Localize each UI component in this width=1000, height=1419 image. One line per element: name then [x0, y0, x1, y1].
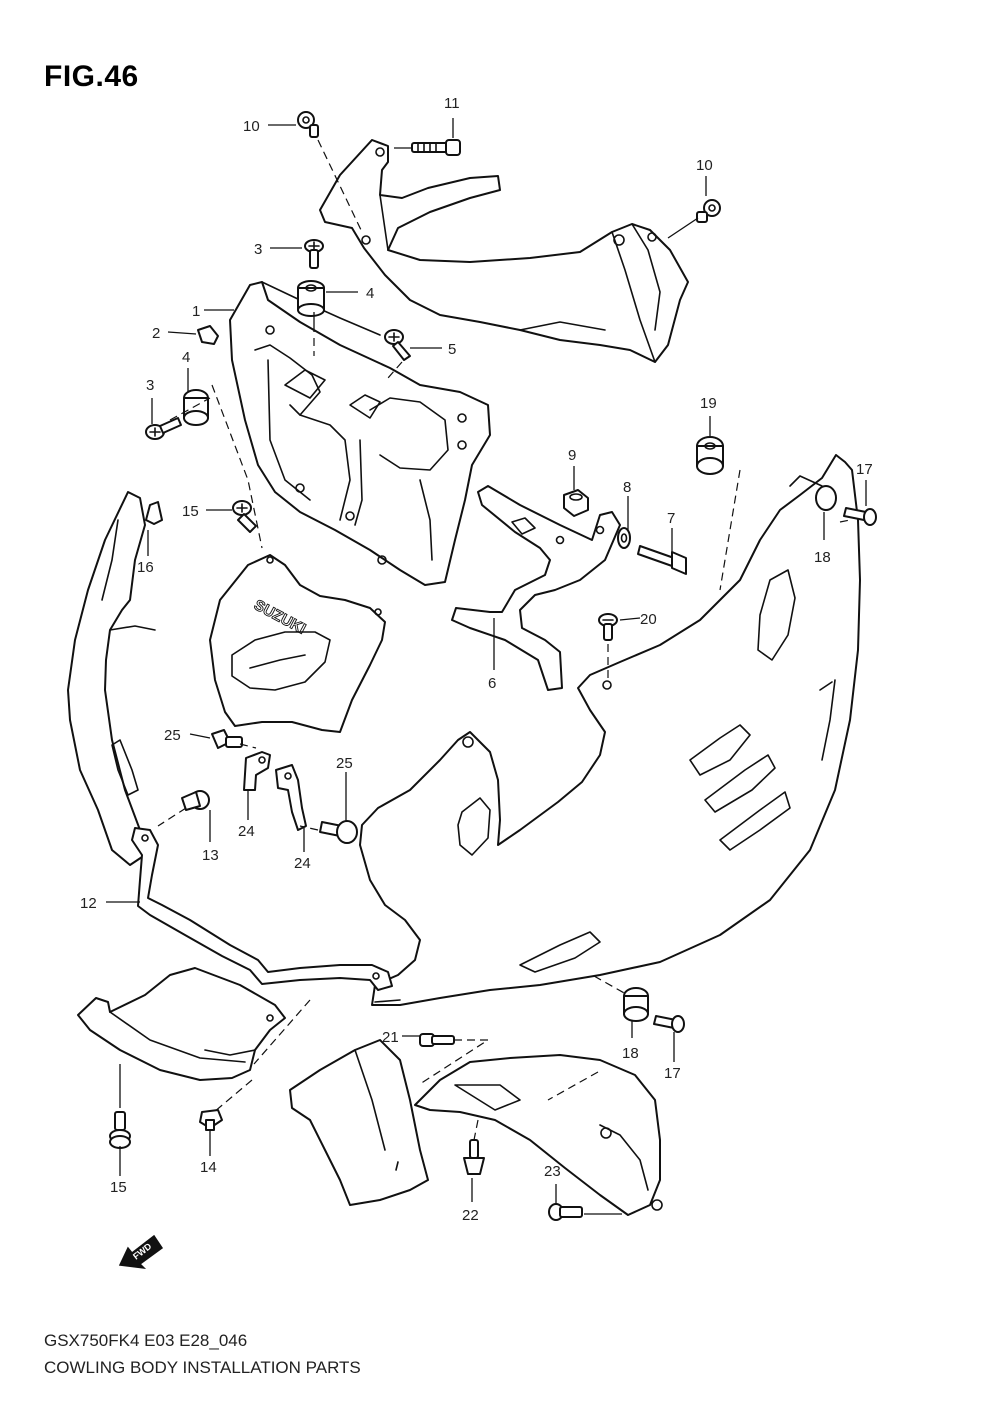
- bolt-21: [419, 1033, 455, 1047]
- screw-17-upper: [843, 507, 877, 526]
- callout-21: 21: [382, 1029, 399, 1046]
- callout-24-right: 24: [294, 855, 311, 872]
- bolt-25-upper: [211, 729, 243, 749]
- callout-3-top: 3: [254, 241, 262, 258]
- lower-cowling-bracket: [131, 827, 393, 991]
- figure-title: FIG.46: [44, 60, 139, 93]
- lower-under-cowl-right: [289, 1039, 663, 1216]
- clip-2: [197, 325, 219, 345]
- rivet-22: [463, 1139, 485, 1175]
- callout-24-left: 24: [238, 823, 255, 840]
- fasteners: [109, 111, 877, 1221]
- figure-caption: COWLING BODY INSTALLATION PARTS: [44, 1358, 361, 1377]
- callout-16: 16: [137, 559, 154, 576]
- bolt-23: [548, 1203, 583, 1221]
- screw-15-upper: [232, 500, 257, 533]
- lower-under-cowl-left: [77, 967, 286, 1081]
- screw-15-lower: [109, 1111, 131, 1149]
- front-cowling-logo-panel: SUZUKI: [209, 554, 386, 733]
- nut-10-right: [696, 199, 721, 223]
- grommet-18-upper: [789, 475, 837, 511]
- callout-17-lower: 17: [664, 1065, 681, 1082]
- callout-11: 11: [444, 95, 460, 112]
- meter-stay: [451, 485, 621, 691]
- callout-2: 2: [152, 325, 160, 342]
- cowling-bracket-frame: [229, 281, 491, 586]
- callout-19: 19: [700, 395, 717, 412]
- callout-4-top: 4: [366, 285, 374, 302]
- model-code: GSX750FK4 E03 E28_046: [44, 1331, 248, 1350]
- washer-8: [617, 527, 631, 549]
- left-inner-panel: [67, 491, 156, 866]
- callout-15-upper: 15: [182, 503, 199, 520]
- bracket-24-upper: [243, 751, 271, 791]
- callout-18-upper: 18: [814, 549, 831, 566]
- callout-15-lower: 15: [110, 1179, 127, 1196]
- screw-3-top: [304, 239, 324, 269]
- callout-25-left: 25: [164, 727, 181, 744]
- bolt-11: [411, 139, 461, 156]
- callout-numbers: 1 2 3 3 4 4 5 6 7 8 9 10 10 11 12 13 14 …: [80, 95, 873, 1224]
- arrow-icon: [118, 1234, 164, 1270]
- screw-5: [384, 329, 411, 361]
- callout-8: 8: [623, 479, 631, 496]
- callout-12: 12: [80, 895, 97, 912]
- callout-10-left: 10: [243, 118, 260, 135]
- nut-9: [563, 489, 589, 517]
- callout-6: 6: [488, 675, 496, 692]
- forward-direction-arrow: FWD: [118, 1234, 164, 1270]
- callout-25-right: 25: [336, 755, 353, 772]
- callout-5: 5: [448, 341, 456, 358]
- callout-23: 23: [544, 1163, 561, 1180]
- screw-20: [598, 613, 618, 641]
- clip-16: [145, 501, 163, 525]
- rivet-14: [199, 1109, 223, 1131]
- grommet-4-left: [183, 389, 209, 426]
- callout-1: 1: [192, 303, 200, 320]
- bolt-25-lower: [319, 820, 358, 844]
- callout-17-upper: 17: [856, 461, 873, 478]
- callout-18-lower: 18: [622, 1045, 639, 1062]
- callout-3-left: 3: [146, 377, 154, 394]
- upper-cowling-brace: [319, 139, 689, 363]
- bolt-13: [181, 790, 210, 811]
- callout-9: 9: [568, 447, 576, 464]
- leader-lines: [106, 118, 867, 1215]
- callout-7: 7: [667, 510, 675, 527]
- grommet-18-lower: [623, 987, 649, 1022]
- grommet-4-top: [297, 280, 325, 317]
- screw-3-left: [145, 417, 182, 440]
- callout-4-left: 4: [182, 349, 190, 366]
- callout-22: 22: [462, 1207, 479, 1224]
- nut-10-left: [297, 111, 319, 138]
- grommet-19: [696, 436, 724, 475]
- screw-17-lower: [653, 1015, 685, 1033]
- callout-13: 13: [202, 847, 219, 864]
- bracket-24-lower: [275, 764, 307, 831]
- callout-10-right: 10: [696, 157, 713, 174]
- bolt-7: [637, 545, 687, 575]
- callout-20: 20: [640, 611, 657, 628]
- callout-14: 14: [200, 1159, 217, 1176]
- right-side-cowling: [359, 454, 861, 1006]
